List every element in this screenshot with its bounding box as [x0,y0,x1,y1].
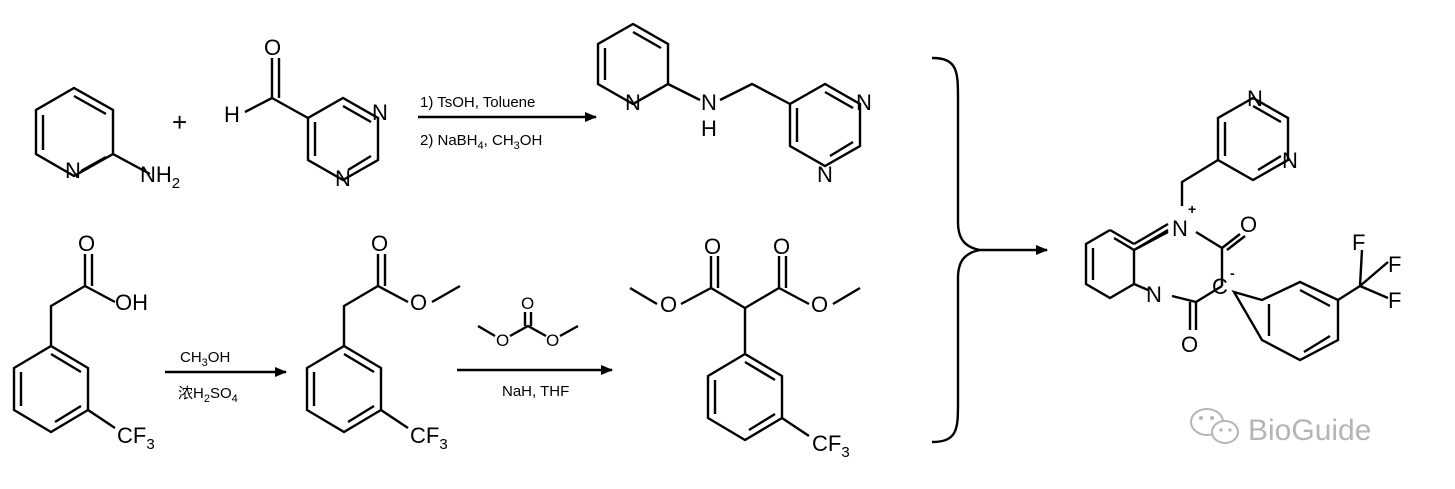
condition-nah-thf: NaH, THF [502,383,569,400]
molecule-final-product: N N N + O N C - O F F F [1084,86,1401,362]
atom-n-amine: N [701,90,717,115]
atom-o-malonate-4: O [811,292,828,317]
molecule-amine-product: N N H N N [596,22,872,187]
reaction-arrow-1: 1) TsOH, Toluene 2) NaBH4, CH3OH [418,94,597,152]
atom-o-carbonate-2: O [546,331,559,350]
atom-o-final-1: O [1240,212,1257,237]
charge-minus: - [1230,265,1235,281]
charge-plus: + [1188,201,1196,217]
molecule-methyl-ester: O O CF3 [305,231,461,453]
atom-n-pyrimidine-2: N [335,166,351,191]
reaction-arrow-3: NaH, THF [457,365,613,400]
molecule-dimethyl-carbonate: O O O [477,294,579,350]
atom-o-final-2: O [1181,332,1198,357]
molecule-2-aminopyridine: N NH2 [34,86,180,192]
atom-h-amine: H [701,116,717,141]
atom-f-2: F [1388,252,1401,277]
atom-f-3: F [1388,288,1401,313]
atom-o-carbonate-carbonyl: O [521,294,534,313]
atom-n-pyrimidine-1: N [372,100,388,125]
curly-brace [931,56,981,444]
atom-o-carbonate-1: O [496,331,509,350]
atom-n-final-bridge: N [1146,282,1162,307]
condition-nabh4-ch3oh: 2) NaBH4, CH3OH [420,132,542,152]
atom-o-malonate-2: O [773,234,790,259]
condition-ch3oh: CH3OH [180,349,230,369]
atom-o-malonate-1: O [704,234,721,259]
atom-o-aldehyde: O [264,35,281,60]
atom-n-final-pyrimidine-1: N [1247,86,1263,111]
atom-h-aldehyde: H [224,102,240,127]
plus-sign: + [172,107,187,137]
atom-nh2: NH2 [140,162,180,192]
atom-n-pyrimidine-p1: N [856,90,872,115]
watermark: BioGuide [1190,408,1371,447]
atom-n-pyrimidine-p2: N [817,162,833,187]
atom-f-1: F [1352,230,1365,255]
atom-cf3-malonate: CF3 [812,431,850,461]
atom-n-pyridine-product: N [625,90,641,115]
atom-n-final-pyrimidine-2: N [1282,148,1298,173]
condition-tsoh-toluene: 1) TsOH, Toluene [420,94,535,111]
atom-cf3-acid: CF3 [117,423,155,453]
atom-oh-acid: OH [115,290,148,315]
atom-cf3-ester: CF3 [410,423,448,453]
watermark-text: BioGuide [1248,414,1371,447]
wechat-icon [1190,408,1239,444]
molecule-dimethyl-malonate: O O O O CF3 [629,234,861,461]
atom-o-malonate-3: O [660,292,677,317]
condition-h2so4: 浓H2SO4 [178,385,238,405]
atom-o-ester-carbonyl: O [371,231,388,256]
atom-c-minus: C [1212,274,1228,299]
molecule-phenylacetic-acid: O OH CF3 [12,231,155,453]
reaction-arrow-2: CH3OH 浓H2SO4 [165,349,287,405]
molecule-pyrimidine-5-carbaldehyde: H O N N [224,35,388,191]
atom-o-ester: O [410,290,427,315]
atom-o-acid: O [78,231,95,256]
atom-n-plus: N [1172,216,1188,241]
atom-n-pyridine: N [65,158,81,183]
